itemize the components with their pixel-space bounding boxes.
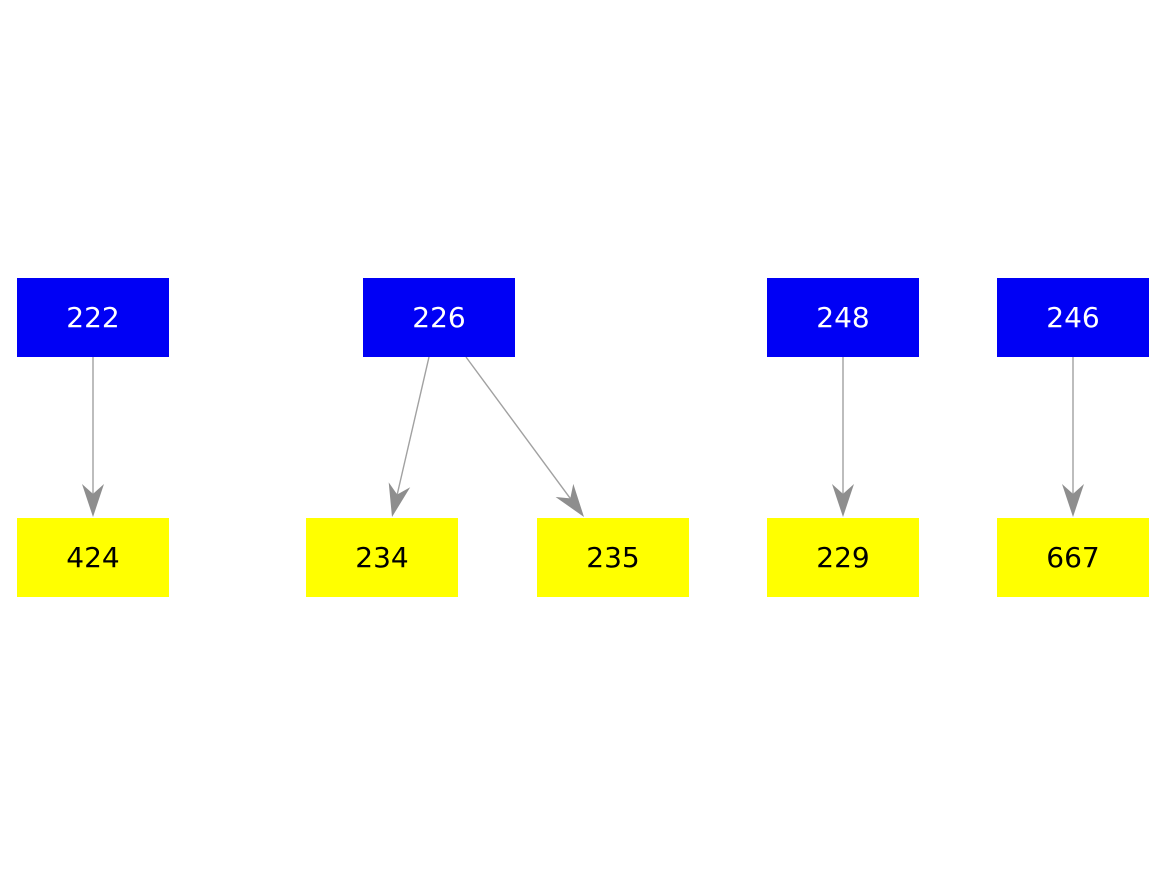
node-246: 246: [997, 278, 1149, 357]
node-667: 667: [997, 518, 1149, 597]
edge-248-to-229: [832, 357, 854, 517]
node-234: 234: [306, 518, 458, 597]
node-226: 226: [363, 278, 515, 357]
edge-226-to-234: [388, 356, 430, 517]
node-248: 248: [767, 278, 919, 357]
arrowhead-icon: [832, 484, 854, 517]
arrowhead-icon: [1062, 484, 1084, 517]
edge-226-to-235: [465, 356, 584, 517]
edge-line: [396, 356, 430, 495]
node-424: 424: [17, 518, 169, 597]
node-229: 229: [767, 518, 919, 597]
arrowhead-icon: [555, 483, 584, 517]
arrowhead-icon: [388, 482, 411, 517]
edge-246-to-667: [1062, 357, 1084, 517]
node-235: 235: [537, 518, 689, 597]
edge-222-to-424: [82, 357, 104, 517]
edge-line: [465, 356, 571, 499]
node-222: 222: [17, 278, 169, 357]
arrowhead-icon: [82, 484, 104, 517]
